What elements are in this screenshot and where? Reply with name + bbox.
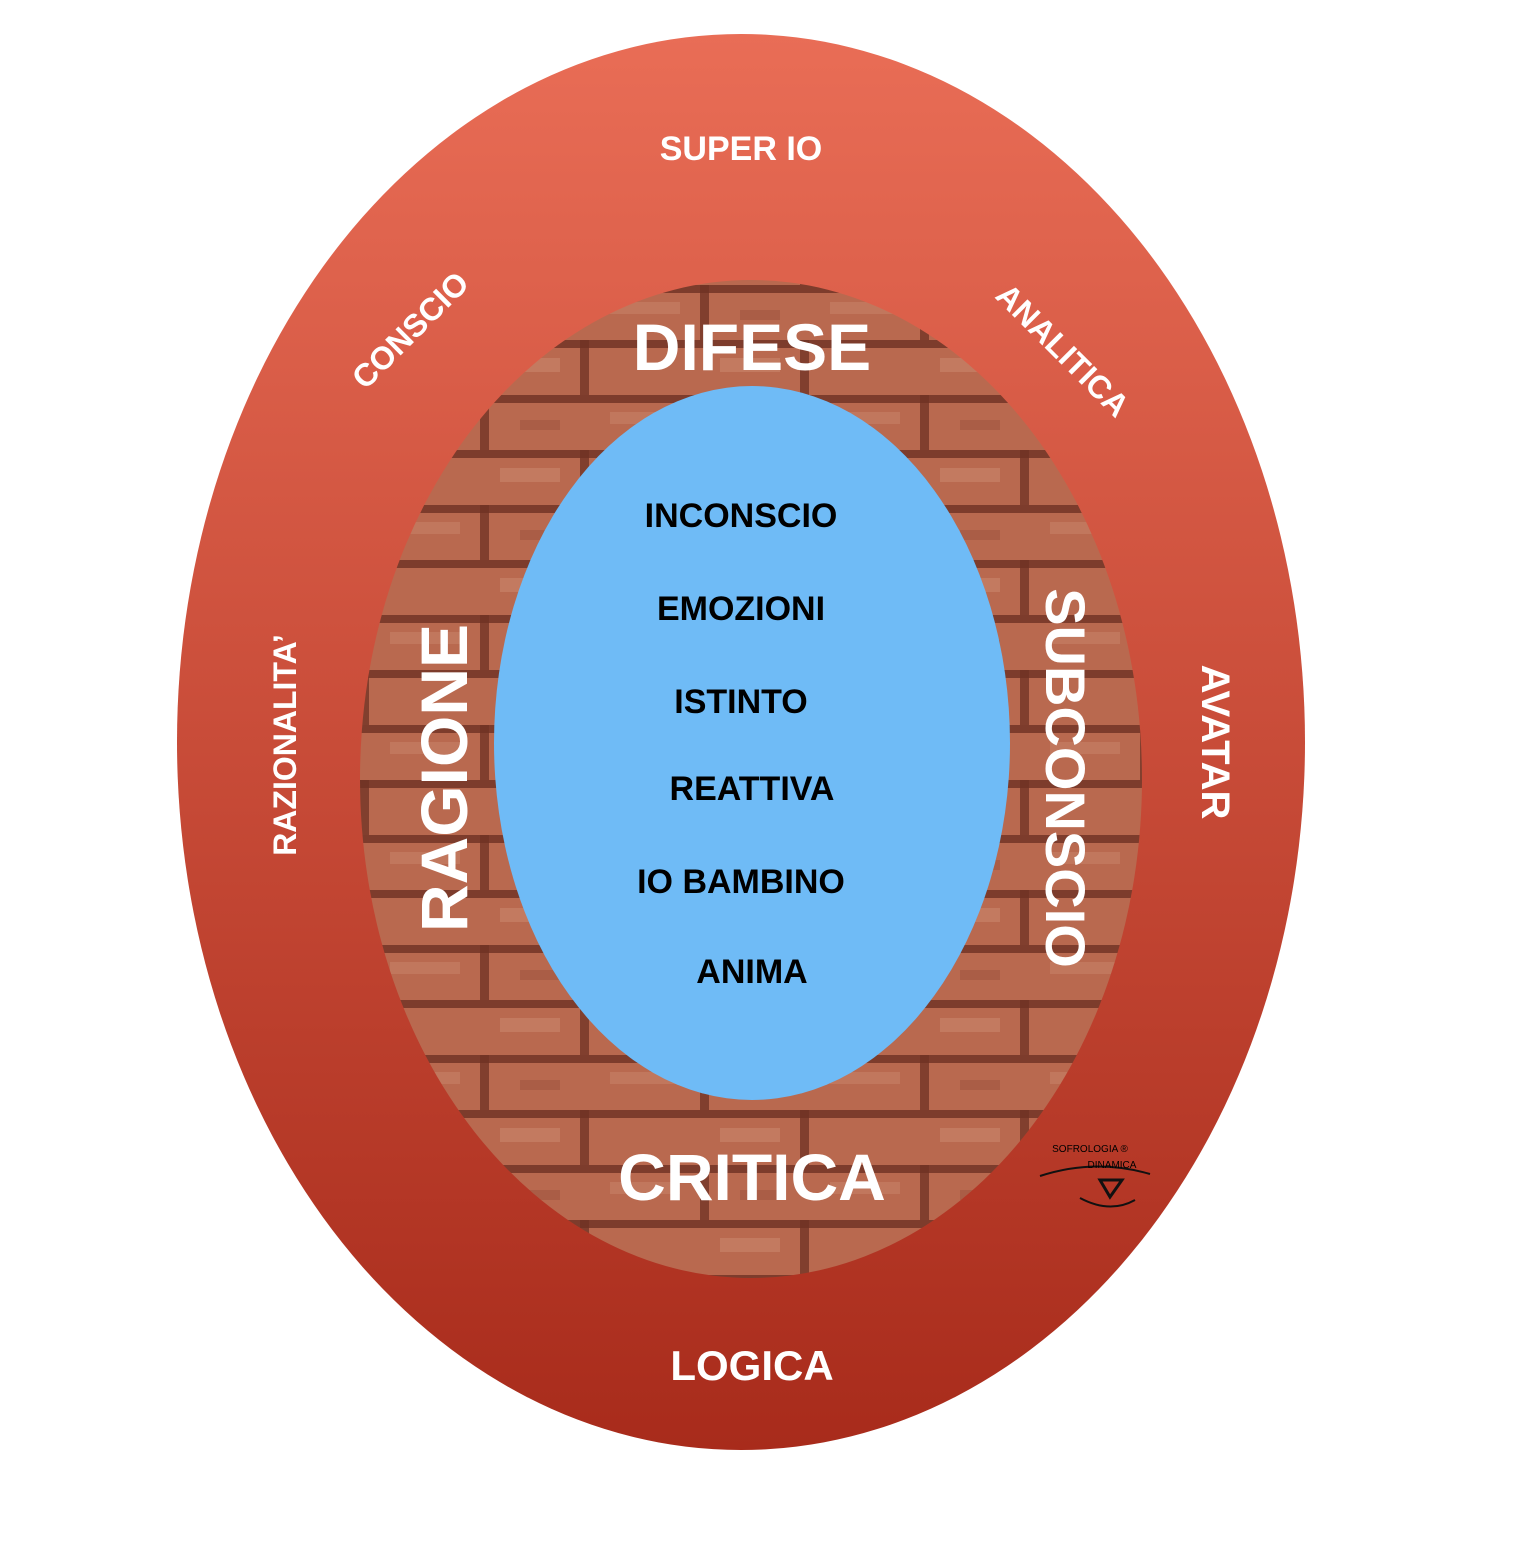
logo-v-icon xyxy=(1097,1178,1125,1200)
logo-line1: SOFROLOGIA ® xyxy=(1052,1144,1128,1155)
label-logica: LOGICA xyxy=(670,1342,833,1389)
logo-line2: DINAMICA xyxy=(1088,1160,1137,1171)
label-subconscio: SUBCONSCIO xyxy=(1034,588,1097,968)
core-item-istinto: ISTINTO xyxy=(674,683,808,721)
label-avatar: AVATAR xyxy=(1193,665,1237,820)
core-item-io-bambino: IO BAMBINO xyxy=(637,863,845,901)
core-item-anima: ANIMA xyxy=(696,953,807,991)
core-item-emozioni: EMOZIONI xyxy=(657,590,825,628)
label-super-io: SUPER IO xyxy=(660,130,822,168)
core-item-reattiva: REATTIVA xyxy=(670,770,835,808)
label-razionalita: RAZIONALITA’ xyxy=(267,634,303,856)
label-critica: CRITICA xyxy=(618,1140,886,1214)
core-item-inconscio: INCONSCIO xyxy=(645,497,838,535)
sofrologia-dinamica-logo: SOFROLOGIA ® DINAMICA xyxy=(1039,1144,1151,1208)
label-difese: DIFESE xyxy=(633,310,871,384)
core-ellipse xyxy=(494,386,1010,1100)
label-ragione: RAGIONE xyxy=(407,624,481,932)
